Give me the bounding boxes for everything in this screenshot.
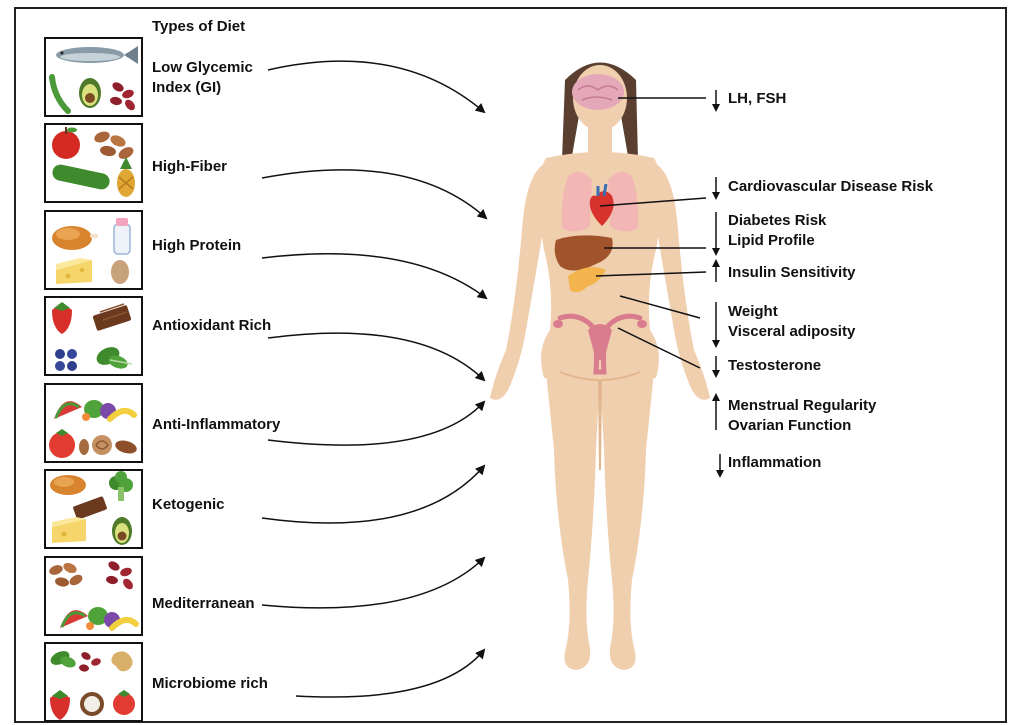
brain-icon <box>572 74 624 110</box>
effect-cardiovascular-risk: Cardiovascular Disease Risk <box>728 177 933 197</box>
left-arm <box>490 162 548 400</box>
arrow-low-gi <box>268 61 484 112</box>
neck <box>588 126 612 156</box>
female-body <box>490 63 710 671</box>
leg-gap-shadow <box>598 380 602 470</box>
arrow-microbiome-rich <box>296 650 484 697</box>
arrow-mediterranean <box>262 558 484 608</box>
diet-arrows <box>262 61 486 697</box>
effect-insulin-sensitivity: Insulin Sensitivity <box>728 263 856 283</box>
arrow-antioxidant-rich <box>268 333 484 380</box>
effect-inflammation: Inflammation <box>728 453 821 473</box>
arrow-high-fiber <box>262 170 486 218</box>
arrow-anti-inflammatory <box>268 402 484 445</box>
effect-testosterone: Testosterone <box>728 356 821 376</box>
right-leg <box>600 372 654 670</box>
arrow-high-protein <box>262 254 486 298</box>
effect-diabetes-lipid: Diabetes Risk Lipid Profile <box>728 211 826 251</box>
effect-lh-fsh: LH, FSH <box>728 89 786 109</box>
left-leg <box>546 372 600 670</box>
effect-arrows <box>716 90 720 474</box>
effect-weight-adiposity: Weight Visceral adiposity <box>728 302 855 342</box>
effect-menstrual-ovarian: Menstrual Regularity Ovarian Function <box>728 396 876 436</box>
arrow-ketogenic <box>262 466 484 523</box>
